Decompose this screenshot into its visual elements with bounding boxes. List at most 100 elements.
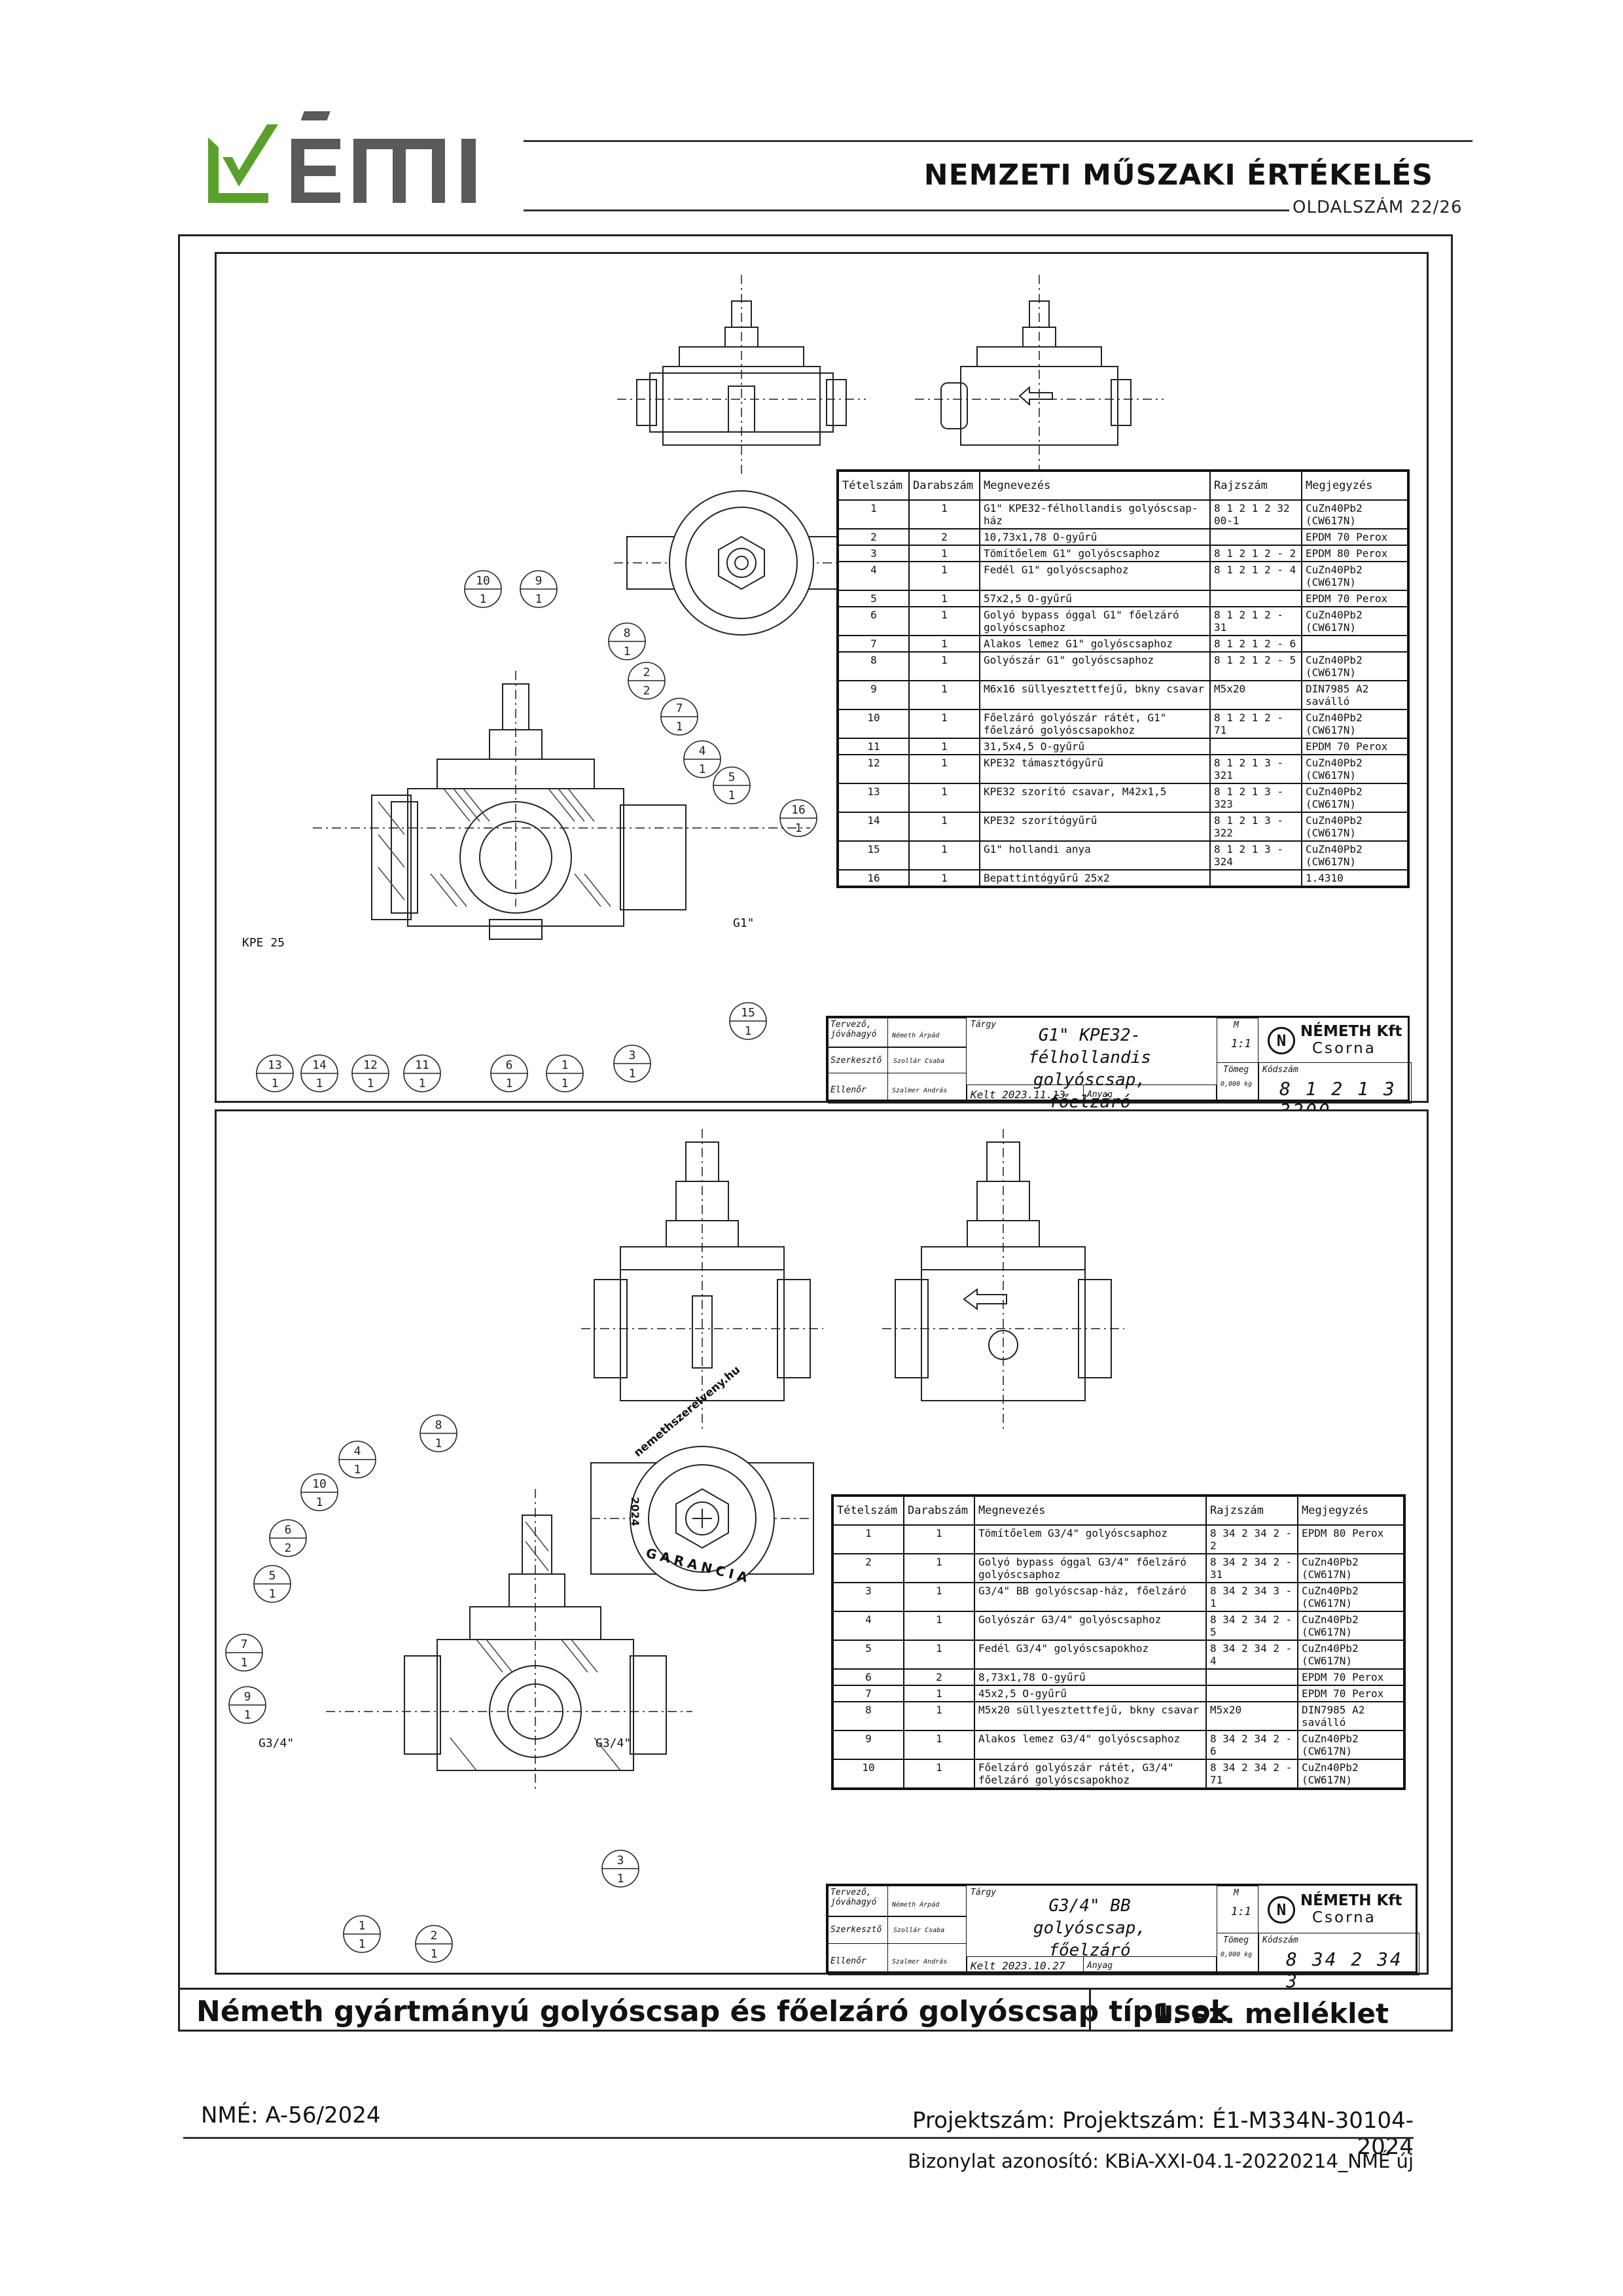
table-cell: 9 (837, 680, 910, 710)
tomeg-label-2: Tömeg (1223, 1935, 1249, 1945)
port-label-right: G1" (733, 916, 755, 930)
item-balloon: 11 (343, 1915, 381, 1953)
front-view-2 (915, 275, 1164, 478)
item-balloon: 101 (300, 1473, 338, 1511)
kodszam-label-2: Kódszám (1262, 1935, 1298, 1945)
table-cell: M5x20 (1205, 1701, 1298, 1731)
table-cell: 2 (903, 1668, 975, 1686)
tervezo-name: Németh Árpád (892, 1032, 940, 1039)
item-balloon: 81 (419, 1414, 457, 1452)
table-cell (1209, 869, 1302, 888)
item-balloon: 51 (253, 1565, 291, 1603)
table-cell: CuZn40Pb2 (CW617N) (1301, 499, 1409, 529)
table-cell: 7 (832, 1685, 904, 1702)
table-header: Darabszám (903, 1495, 975, 1526)
table-cell: 4 (837, 561, 910, 591)
balloon-quantity: 1 (506, 1077, 513, 1090)
item-balloon: 22 (628, 662, 666, 700)
table-cell (1209, 528, 1302, 546)
table-cell: 1 (908, 590, 980, 607)
section-view-1 (313, 671, 810, 940)
balloon-quantity: 1 (617, 1872, 624, 1886)
top-view-1 (614, 490, 869, 636)
balloon-quantity: 1 (728, 789, 736, 802)
ellenor-name-2: Szalmer András (892, 1958, 948, 1965)
balloon-item-number: 6 (285, 1523, 292, 1537)
table-cell: 1 (903, 1611, 975, 1641)
balloon-item-number: 15 (741, 1006, 755, 1020)
item-balloon: 111 (403, 1054, 441, 1092)
balloon-quantity: 1 (269, 1587, 276, 1601)
balloon-item-number: 4 (699, 744, 706, 758)
table-cell: 8 34 2 34 3 - 1 (1205, 1582, 1298, 1612)
balloon-quantity: 1 (676, 720, 683, 734)
table-cell: DIN7985 A2 saválló (1301, 680, 1409, 710)
item-balloon: 41 (683, 740, 721, 778)
balloon-item-number: 11 (415, 1058, 429, 1072)
table-cell: 13 (837, 783, 910, 813)
anyag-label: Anyag (1087, 1090, 1113, 1100)
table-cell: 10 (832, 1759, 904, 1789)
footer-project-number: Projektszám: Projektszám: É1-M334N-30104… (912, 2108, 1414, 2160)
footer-rule (183, 2137, 1414, 2139)
footer-nme-number: NMÉ: A-56/2024 (201, 2102, 381, 2128)
caption-bar (178, 1988, 1453, 2032)
table-cell: G3/4" BB golyóscsap-ház, főelzáró (974, 1582, 1207, 1612)
company-name-2: NÉMETH Kft (1300, 1892, 1402, 1909)
port-label-left: KPE 25 (242, 936, 285, 950)
item-balloon: 91 (228, 1686, 266, 1724)
table-cell: EPDM 70 Perox (1297, 1668, 1405, 1686)
table-cell: Alakos lemez G3/4" golyóscsaphoz (974, 1730, 1207, 1760)
table-cell: 8 (832, 1701, 904, 1731)
item-balloon: 71 (225, 1634, 263, 1672)
table-cell: 1 (908, 651, 980, 681)
balloon-item-number: 10 (476, 574, 490, 588)
balloon-item-number: 5 (269, 1569, 276, 1583)
balloon-quantity: 1 (480, 592, 487, 606)
item-balloon: 151 (729, 1002, 767, 1040)
section-view-2 (326, 1489, 692, 1790)
table-cell: 3 (832, 1582, 904, 1612)
table-cell: EPDM 70 Perox (1301, 590, 1409, 607)
table-header: Rajzszám (1209, 470, 1302, 501)
table-cell: 1 (903, 1701, 975, 1731)
table-cell: 8 (837, 651, 910, 681)
balloon-quantity: 1 (272, 1077, 279, 1090)
table-cell: 6 (837, 606, 910, 636)
table-cell: 5 (837, 590, 910, 607)
balloon-quantity: 1 (435, 1437, 442, 1450)
table-cell: 16 (837, 869, 910, 888)
balloon-item-number: 7 (676, 702, 683, 715)
table-cell: Golyószár G3/4" golyóscsaphoz (974, 1611, 1207, 1641)
item-balloon: 81 (608, 622, 646, 660)
table-cell: 1.4310 (1301, 869, 1409, 888)
table-cell: CuZn40Pb2 (CW617N) (1297, 1553, 1405, 1583)
table-cell: 5 (832, 1640, 904, 1670)
table-cell: 8 34 2 34 2 - 31 (1205, 1553, 1298, 1583)
balloon-item-number: 7 (241, 1638, 248, 1651)
scale-label-2: M (1234, 1888, 1239, 1898)
top-view-2 (590, 1446, 814, 1591)
table-cell: 1 (903, 1759, 975, 1789)
table-cell (1301, 635, 1409, 653)
table-cell: 1 (908, 606, 980, 636)
table-cell: CuZn40Pb2 (CW617N) (1301, 651, 1409, 681)
table-cell: 8 1 2 1 3 - 322 (1209, 812, 1302, 842)
table-cell: KPE32 szorító csavar, M42x1,5 (979, 783, 1211, 813)
front-view-3 (581, 1129, 823, 1430)
table-cell: 45x2,5 O-gyűrű (974, 1685, 1207, 1702)
table-cell (1205, 1668, 1298, 1686)
table-cell: 10,73x1,78 O-gyűrű (979, 528, 1211, 546)
caption-divider (1089, 1988, 1091, 2032)
item-balloon: 91 (520, 570, 558, 608)
balloon-item-number: 3 (629, 1049, 636, 1062)
balloon-quantity: 1 (535, 592, 543, 606)
table-cell: 1 (837, 499, 910, 529)
table-cell: 7 (837, 635, 910, 653)
table-cell: 1 (908, 812, 980, 842)
